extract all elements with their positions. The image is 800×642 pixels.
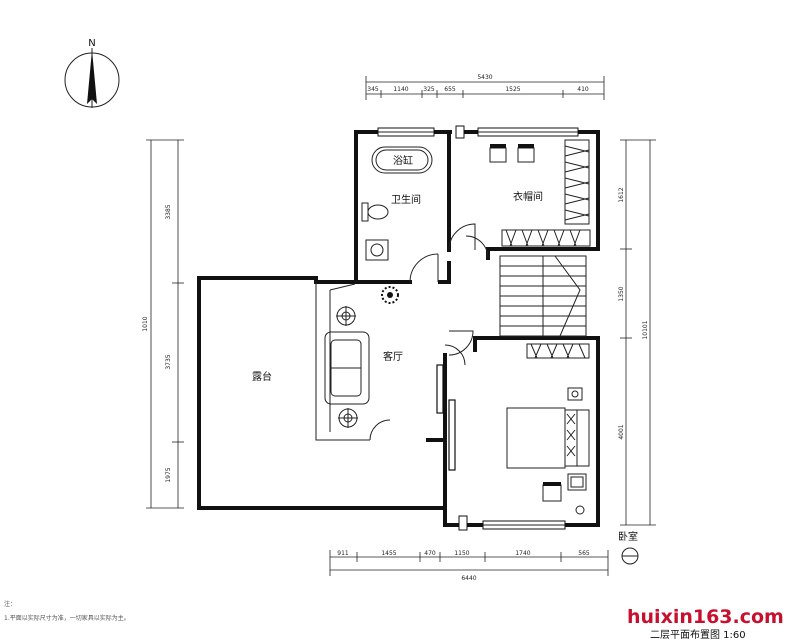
- dim-bottom-seg-5: 1740: [515, 550, 530, 557]
- chair-icon: [517, 144, 535, 163]
- dim-top-seg-1: 345: [367, 86, 379, 93]
- dim-bottom-seg-6: 565: [578, 550, 590, 557]
- dim-top-seg-3: 325: [423, 86, 435, 93]
- windows: [377, 125, 579, 531]
- dim-right-seg-1: 1612: [618, 187, 625, 202]
- sink-icon: [365, 239, 389, 261]
- dim-top-seg-6: 410: [577, 86, 589, 93]
- terrace-label: 露台: [252, 370, 272, 383]
- sofa-icon: [324, 331, 370, 405]
- dim-left-seg-3: 1975: [165, 467, 172, 482]
- living-fixtures: 客厅: [324, 286, 403, 428]
- bed-icon: [506, 407, 590, 469]
- dim-left-seg-2: 3735: [165, 354, 172, 369]
- north-arrow-icon: N: [64, 38, 120, 108]
- wardrobe-icon: [564, 139, 590, 225]
- plant-icon: [381, 286, 399, 304]
- stairs: [499, 255, 587, 337]
- bathtub-icon: [371, 146, 433, 174]
- left-dimension: 3385 3735 1975 1010: [142, 139, 184, 509]
- dim-right-seg-3: 4001: [618, 424, 625, 439]
- note-line-1: 注：: [4, 600, 16, 608]
- index-mark-label: 卧室: [618, 530, 638, 543]
- chair-icon: [489, 144, 507, 163]
- living-label: 客厅: [383, 350, 403, 363]
- dim-bottom-seg-3: 470: [424, 550, 436, 557]
- wardrobe-icon: [501, 229, 591, 247]
- chair-icon: [542, 482, 562, 502]
- index-mark-icon: 卧室: [618, 530, 639, 565]
- tub-label: 浴缸: [393, 154, 413, 167]
- dim-right-total: 10101: [642, 320, 649, 339]
- dim-bottom-total: 6440: [461, 575, 476, 582]
- closet-label: 衣帽间: [513, 190, 543, 203]
- bedroom-fixtures: [506, 343, 590, 515]
- dim-left-seg-1: 3385: [165, 204, 172, 219]
- dim-bottom-seg-2: 1455: [381, 550, 396, 557]
- dim-right-seg-2: 1350: [618, 286, 625, 301]
- lamp-icon: [338, 408, 358, 428]
- top-dimension: 5430 345 1140 325 655 1525 410: [365, 74, 605, 100]
- bath-label: 卫生间: [391, 193, 421, 206]
- dim-top-seg-2: 1140: [393, 86, 408, 93]
- note-line-2: 1.平面以实际尺寸为准，一切家具以实际为主。: [4, 614, 130, 622]
- nightstand-icon: [567, 387, 583, 401]
- bottom-dimension: 911 1455 470 1150 1740 565 6440: [329, 550, 609, 582]
- dim-left-total: 1010: [142, 316, 149, 331]
- lamp-icon: [575, 505, 585, 515]
- dim-bottom-seg-4: 1150: [454, 550, 469, 557]
- dim-top-seg-5: 1525: [505, 86, 520, 93]
- north-label: N: [88, 38, 95, 49]
- right-dimension: 1612 1350 4001 10101: [618, 139, 656, 526]
- footer-notes: 注： 1.平面以实际尺寸为准，一切家具以实际为主。: [4, 600, 130, 622]
- dim-top-total: 5430: [477, 74, 492, 81]
- wardrobe-icon: [526, 343, 590, 359]
- walls: [197, 130, 600, 527]
- toilet-icon: [361, 202, 389, 222]
- nightstand-icon: [567, 473, 587, 491]
- bath-fixtures: 浴缸 卫生间: [361, 146, 433, 261]
- plan-title: 二层平面布置图 1:60: [650, 629, 746, 641]
- dim-bottom-seg-1: 911: [337, 550, 349, 557]
- watermark-text: huixin163.com: [627, 606, 784, 628]
- doors: [369, 223, 489, 441]
- lamp-icon: [336, 306, 356, 326]
- closet-fixtures: 衣帽间: [489, 139, 591, 247]
- dim-top-seg-4: 655: [444, 86, 456, 93]
- watermark: huixin163.com 二层平面布置图 1:60: [620, 604, 800, 642]
